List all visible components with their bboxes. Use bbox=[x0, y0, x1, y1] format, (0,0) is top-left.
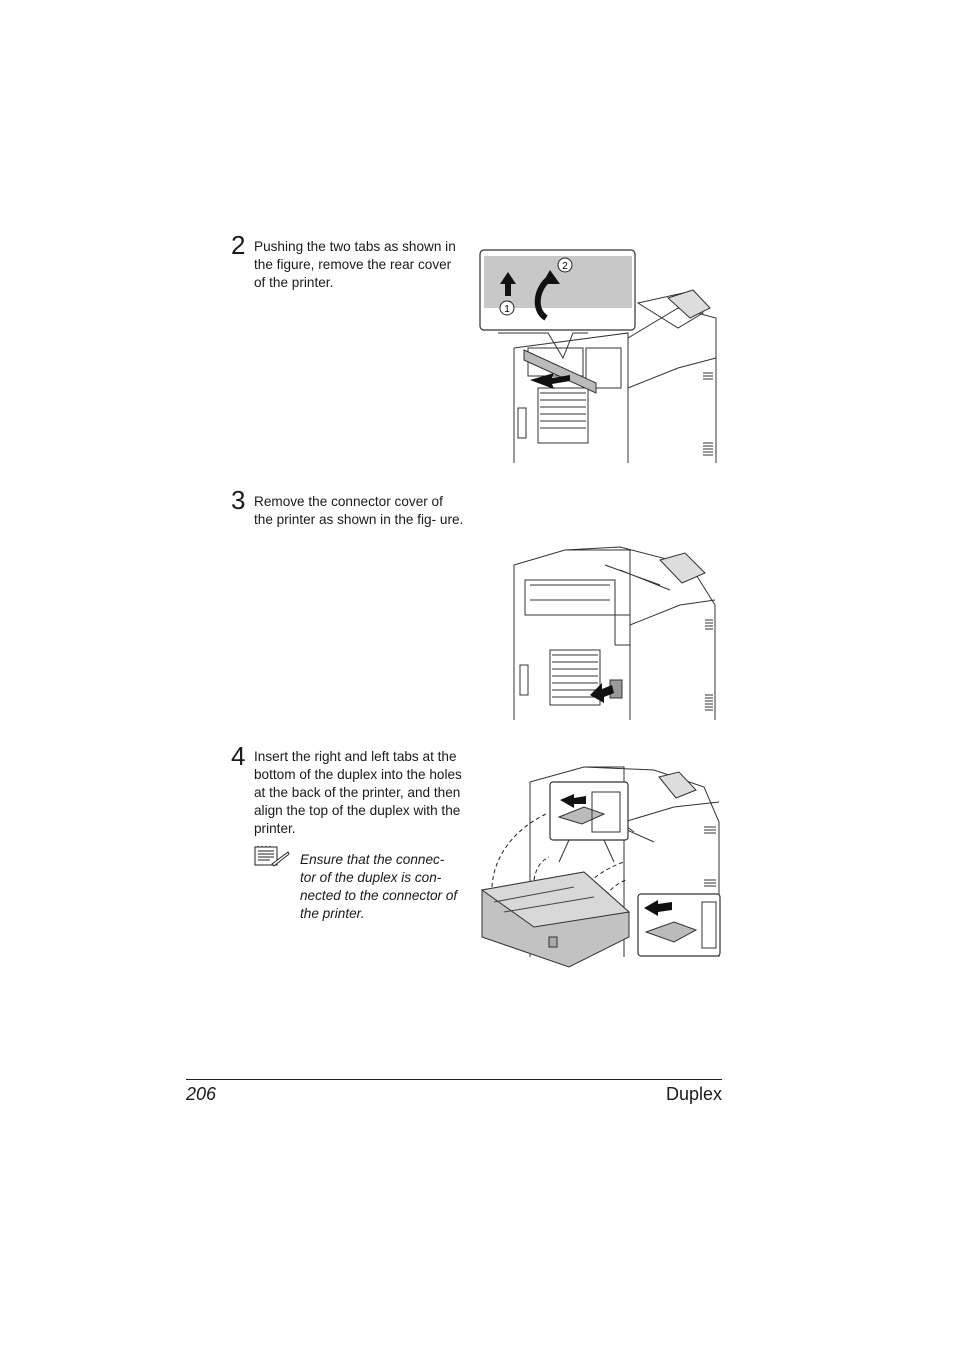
figure-remove-rear-cover: 1 2 bbox=[479, 249, 717, 463]
callout-1-label: 1 bbox=[504, 304, 510, 315]
step-2-number: 2 bbox=[231, 230, 246, 260]
note-text: Ensure that the connec- tor of the duple… bbox=[300, 852, 458, 921]
note-pad-icon bbox=[254, 846, 290, 867]
step-4-number: 4 bbox=[231, 741, 246, 771]
step-4-text: Insert the right and left tabs at the bo… bbox=[254, 749, 462, 836]
section-title: Duplex bbox=[665, 1084, 722, 1104]
figure-remove-connector-cover bbox=[513, 546, 716, 720]
step-3-number: 3 bbox=[231, 485, 246, 515]
page-number: 206 bbox=[186, 1084, 217, 1104]
step-3-text: Remove the connector cover of the printe… bbox=[254, 494, 464, 527]
figure-attach-duplex bbox=[480, 766, 721, 968]
callout-2-label: 2 bbox=[562, 261, 568, 272]
step-2-text: Pushing the two tabs as shown in the fig… bbox=[254, 239, 456, 290]
footer-rule bbox=[186, 1079, 722, 1080]
